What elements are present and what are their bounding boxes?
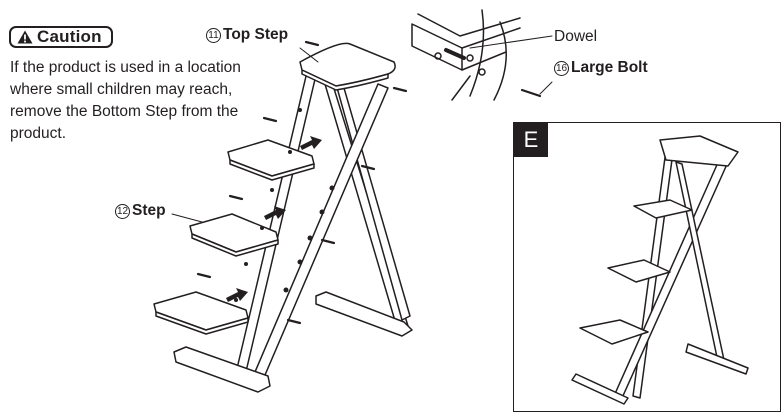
- part-number-badge: 11: [206, 27, 221, 43]
- large-bolt-label: Large Bolt: [571, 59, 648, 76]
- dowel-callout: Dowel: [554, 28, 597, 46]
- large-bolt-callout: 16 Large Bolt: [554, 59, 648, 77]
- caution-title: Caution: [37, 27, 102, 46]
- step-bottom: [153, 291, 249, 335]
- front-leg-holes: [234, 108, 335, 302]
- top-step-callout: 11 Top Step: [206, 26, 288, 44]
- caution-text: If the product is used in a location whe…: [10, 59, 241, 142]
- top-step-label: Top Step: [223, 26, 289, 43]
- warning-triangle-icon: [17, 30, 33, 44]
- dowel-detail: [411, 9, 553, 101]
- callout-leaders: [171, 47, 319, 223]
- assembled-stool: [571, 135, 749, 405]
- part-number-badge: 12: [115, 203, 130, 219]
- part-number-badge: 16: [554, 60, 569, 76]
- top-step: [299, 42, 396, 91]
- step-callout: 12 Step: [115, 202, 166, 220]
- front-leg-frame: [173, 71, 389, 393]
- step-upper: [227, 139, 315, 181]
- screw-icons: [196, 40, 408, 325]
- insert-arrow-icons: [226, 136, 322, 302]
- detail-frame-e: E: [513, 122, 781, 412]
- step-middle: [189, 213, 279, 257]
- dowel-label: Dowel: [554, 28, 598, 45]
- detail-label: E: [514, 123, 548, 157]
- caution-badge: Caution: [9, 26, 113, 48]
- step-label: Step: [132, 202, 166, 219]
